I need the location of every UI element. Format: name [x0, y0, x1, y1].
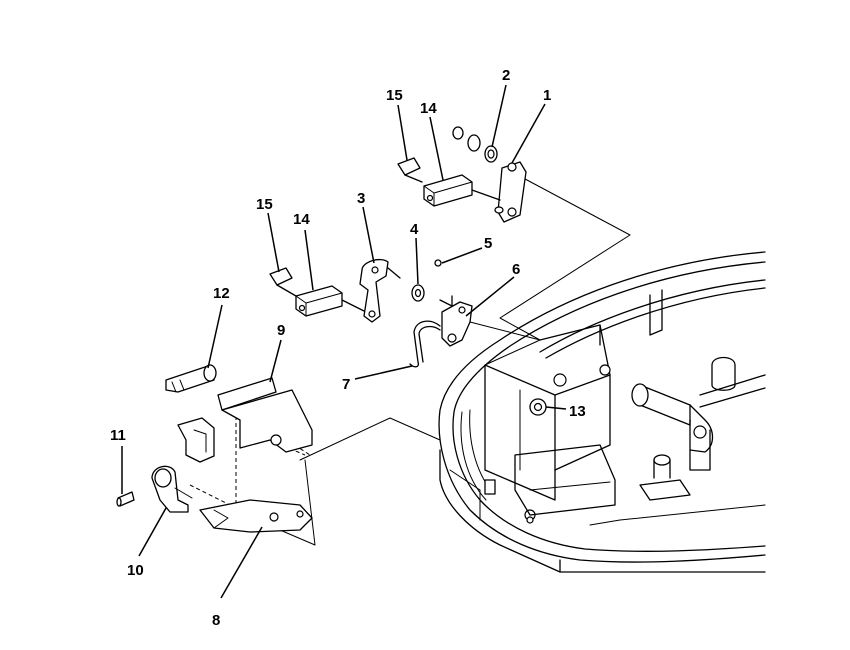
part-7-rod [409, 320, 441, 368]
callout-14-upper: 14 [420, 100, 437, 117]
callout-7: 7 [342, 376, 350, 393]
callout-15-upper: 15 [386, 87, 403, 104]
callout-labels: 1 2 3 4 5 6 7 8 9 10 11 12 13 14 14 15 1… [110, 67, 586, 629]
callout-9: 9 [277, 322, 285, 339]
part-14-lower-connector [295, 285, 369, 317]
callout-1: 1 [543, 87, 551, 104]
bottom-cowling [438, 251, 766, 573]
callout-3: 3 [357, 190, 365, 207]
part-8-bracket [199, 499, 313, 533]
part-11-pin [116, 491, 135, 507]
part-5-pin [434, 259, 442, 267]
callout-14-lower: 14 [293, 211, 310, 228]
part-12-spring [165, 364, 217, 393]
part-14-upper-connector [423, 174, 501, 207]
callout-11: 11 [110, 427, 126, 444]
part-10-clamp [151, 465, 193, 513]
part-15-upper-clip [397, 157, 423, 183]
leader-lines [121, 84, 567, 599]
part-9-bracket [177, 377, 313, 463]
callout-10: 10 [127, 562, 144, 579]
callout-6: 6 [512, 261, 520, 278]
part-6-bracket [439, 295, 473, 347]
callout-13: 13 [569, 403, 586, 420]
callout-5: 5 [484, 235, 492, 252]
callout-4: 4 [410, 221, 419, 238]
part-3-lever [359, 258, 401, 323]
callout-12: 12 [213, 285, 230, 302]
part-4-washer [411, 284, 425, 302]
callout-2: 2 [502, 67, 510, 84]
part-2-washers [452, 126, 498, 163]
part-1-link-arm [494, 161, 527, 223]
callout-15-lower: 15 [256, 196, 273, 213]
callout-8: 8 [212, 612, 220, 629]
part-15-lower-clip [269, 267, 297, 297]
